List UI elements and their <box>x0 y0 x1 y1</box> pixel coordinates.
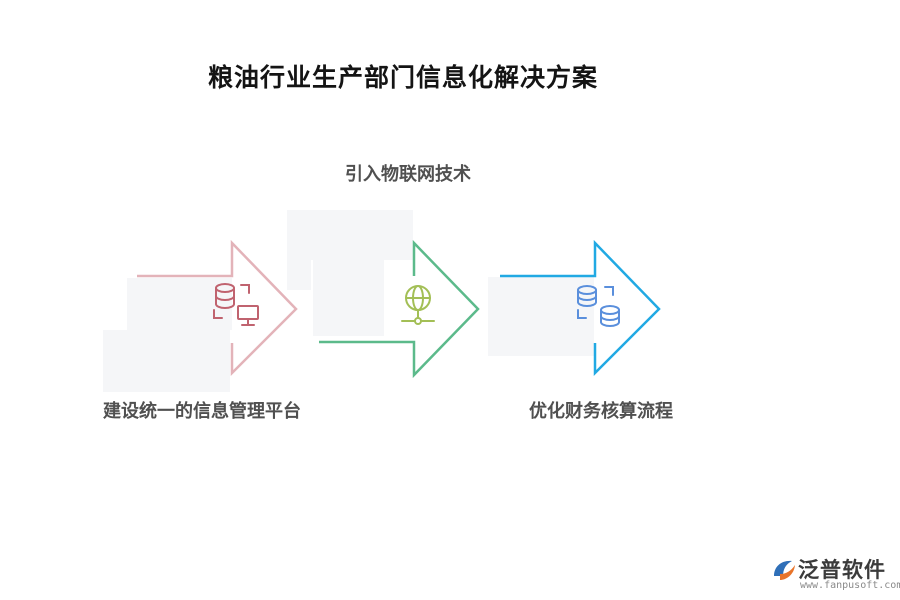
brand-url: www.fanpusoft.com <box>800 580 900 591</box>
step-2-label: 引入物联网技术 <box>345 164 471 185</box>
step-3-label: 优化财务核算流程 <box>529 401 673 422</box>
bg-panel <box>103 330 230 392</box>
brand-name: 泛普软件 <box>798 558 886 582</box>
database-monitor-icon <box>213 283 259 326</box>
brand-logo-icon <box>774 560 795 580</box>
step-1-label: 建设统一的信息管理平台 <box>103 401 301 422</box>
bg-panel <box>488 277 594 356</box>
database-sync-icon <box>577 285 620 327</box>
arrow-step-3 <box>500 239 661 377</box>
bg-panel <box>313 260 384 336</box>
page-title: 粮油行业生产部门信息化解决方案 <box>208 63 599 92</box>
brand-logo: 泛普软件 www.fanpusoft.com <box>770 554 900 596</box>
arrow-step-2 <box>319 239 480 379</box>
globe-network-icon <box>401 285 435 325</box>
bg-panel <box>287 210 413 260</box>
bg-panel <box>127 278 232 330</box>
bg-panel <box>287 260 311 290</box>
arrow-step-1 <box>137 239 298 377</box>
